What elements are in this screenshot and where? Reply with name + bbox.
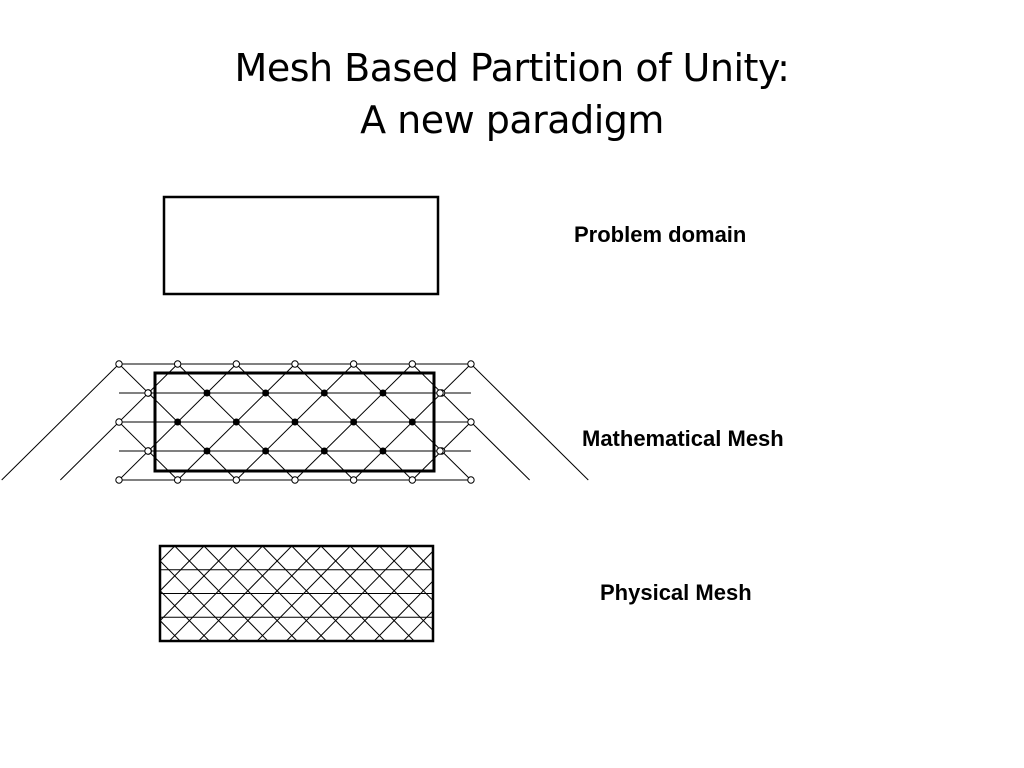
math-mesh-interior-node — [320, 447, 328, 455]
math-mesh-exterior-node — [436, 389, 444, 397]
math-mesh-diagonal-line — [1, 363, 120, 481]
math-mesh-exterior-node — [467, 418, 475, 426]
mathematical-mesh-domain-rect — [153, 371, 436, 473]
math-mesh-exterior-node — [467, 476, 475, 484]
physical-mesh-diagonal-line — [169, 546, 263, 641]
physical-mesh-diagonal-line — [58, 546, 151, 641]
math-mesh-exterior-node — [173, 360, 182, 368]
physical-mesh-diagonal-line — [320, 546, 415, 641]
math-mesh-exterior-node — [232, 476, 241, 484]
physical-mesh-diagonal-line — [643, 546, 736, 641]
slide-title: Mesh Based Partition of Unity: A new par… — [0, 42, 1024, 146]
mathematical-mesh — [1, 360, 589, 484]
physical-mesh-diagonal-line — [555, 546, 648, 641]
physical-mesh-diagonal-line — [550, 546, 643, 641]
physical-mesh-diagonal-line — [227, 546, 322, 641]
math-mesh-exterior-node — [115, 476, 123, 484]
physical-mesh-diagonal-line — [174, 546, 269, 641]
title-line-2: A new paradigm — [360, 98, 664, 142]
physical-mesh-diagonal-line — [160, 589, 210, 641]
math-mesh-interior-node — [379, 389, 387, 397]
math-mesh-exterior-node — [408, 476, 416, 484]
physical-mesh-diagonal-line — [29, 546, 122, 641]
physical-mesh-diagonal-line — [160, 546, 205, 592]
title-line-1: Mesh Based Partition of Unity: — [234, 46, 790, 90]
physical-mesh-diagonal-line — [0, 546, 58, 641]
math-mesh-exterior-node — [408, 360, 416, 368]
math-mesh-exterior-node — [436, 447, 444, 455]
physical-mesh-diagonal-line — [408, 546, 433, 572]
math-mesh-exterior-node — [349, 360, 358, 368]
physical-mesh-diagonal-line — [497, 546, 590, 641]
math-mesh-interior-node — [262, 389, 270, 397]
physical-mesh — [0, 544, 765, 643]
math-mesh-exterior-node — [144, 447, 152, 455]
physical-mesh-diagonal-line — [315, 546, 410, 641]
physical-mesh-diagonal-line — [160, 546, 234, 622]
math-mesh-exterior-node — [173, 476, 182, 484]
math-mesh-exterior-node — [115, 418, 123, 426]
physical-mesh-diagonal-line — [520, 546, 613, 641]
physical-mesh-diagonal-line — [349, 546, 433, 632]
math-mesh-exterior-node — [115, 360, 123, 368]
physical-mesh-diagonal-line — [291, 546, 386, 641]
math-mesh-exterior-node — [144, 389, 152, 397]
physical-mesh-diagonal-line — [198, 546, 293, 641]
math-mesh-exterior-node — [467, 360, 475, 368]
mathematical-mesh-label: Mathematical Mesh — [582, 426, 784, 451]
physical-mesh-diagonal-line — [672, 546, 765, 641]
physical-mesh-diagonal-line — [379, 546, 433, 602]
physical-mesh-diagonal-line — [0, 546, 29, 641]
physical-mesh-diagonal-line — [491, 546, 584, 641]
math-mesh-exterior-node — [232, 360, 241, 368]
physical-mesh-diagonal-line — [262, 546, 356, 641]
physical-mesh-diagonal-line — [344, 550, 433, 641]
physical-mesh-diagonal-line — [432, 639, 433, 641]
physical-mesh-diagonal-line — [160, 619, 181, 641]
physical-mesh-diagonal-line — [438, 546, 531, 641]
physical-mesh-diagonal-line — [0, 546, 87, 641]
math-mesh-interior-node — [203, 447, 211, 455]
math-mesh-interior-node — [262, 447, 270, 455]
physical-mesh-diagonal-line — [203, 546, 298, 641]
physical-mesh-diagonal-line — [614, 546, 707, 641]
problem-domain-label: Problem domain — [574, 222, 747, 247]
physical-mesh-label: Physical Mesh — [600, 580, 752, 605]
math-mesh-interior-node — [203, 389, 211, 397]
math-mesh-interior-node — [291, 418, 299, 426]
physical-mesh-diagonal-line — [403, 610, 433, 641]
math-mesh-exterior-node — [291, 476, 299, 484]
physical-mesh-diagonal-line — [579, 546, 672, 641]
math-mesh-interior-node — [320, 389, 328, 397]
physical-mesh-diagonal-line — [286, 546, 380, 641]
math-mesh-interior-node — [174, 418, 182, 426]
physical-mesh-diagonal-line — [52, 546, 145, 641]
math-mesh-interior-node — [350, 418, 358, 426]
physical-mesh-diagonal-line — [256, 546, 351, 641]
math-mesh-interior-node — [408, 418, 416, 426]
math-mesh-diagonal-line — [470, 363, 589, 481]
math-mesh-interior-node — [379, 447, 387, 455]
physical-mesh-diagonal-line — [23, 546, 116, 641]
problem-domain-rect — [162, 195, 440, 296]
physical-mesh-diagonal-line — [467, 546, 560, 641]
physical-mesh-diagonal-line — [462, 546, 555, 641]
physical-mesh-diagonal-line — [373, 580, 433, 641]
physical-mesh-diagonal-line — [526, 546, 619, 641]
physical-mesh-rect — [158, 544, 435, 643]
physical-mesh-diagonal-line — [584, 546, 677, 641]
physical-mesh-diagonal-line — [232, 546, 327, 641]
math-mesh-exterior-node — [349, 476, 358, 484]
math-mesh-exterior-node — [291, 360, 299, 368]
math-mesh-interior-node — [232, 418, 240, 426]
